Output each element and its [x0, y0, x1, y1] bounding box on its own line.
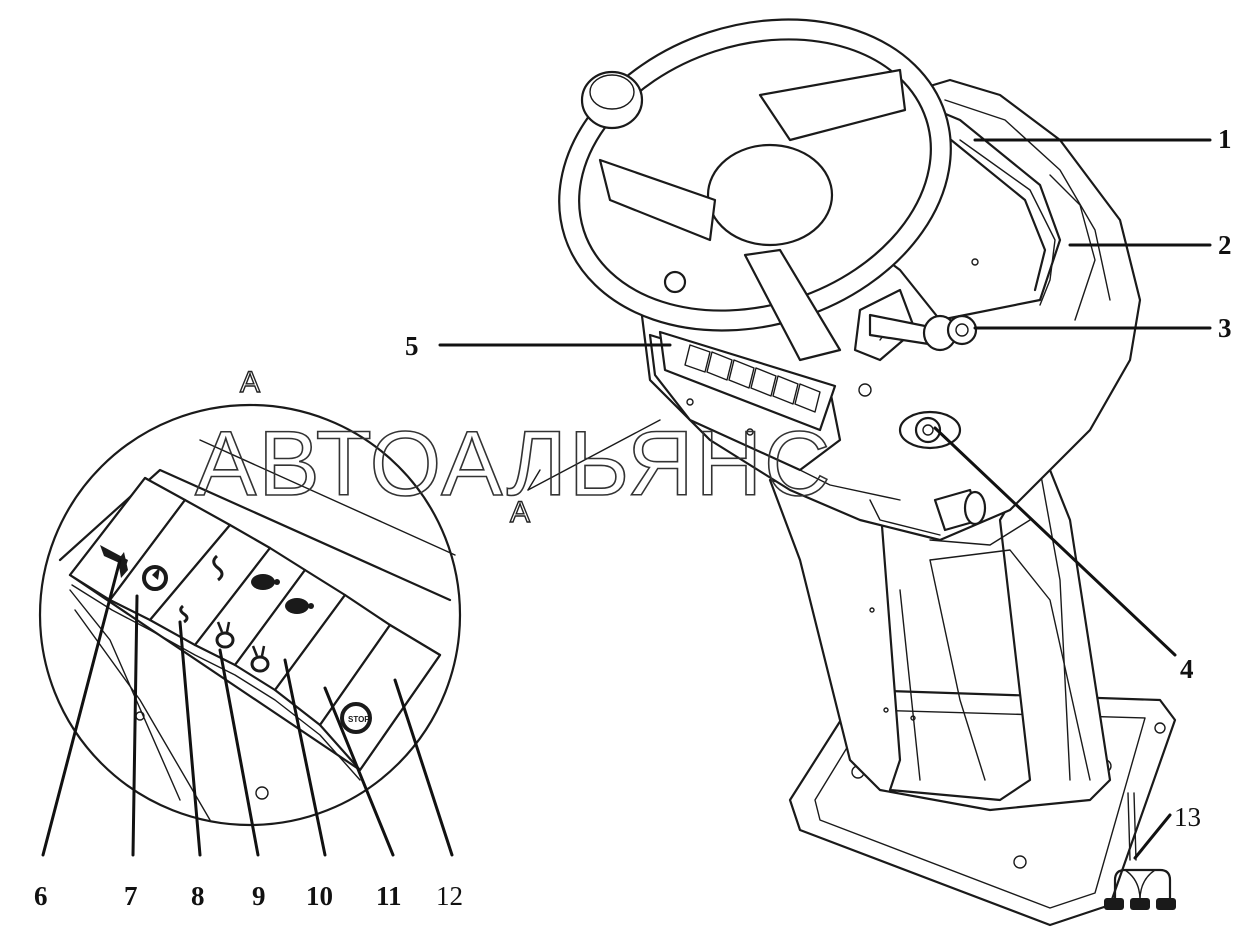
callout-12: 12 — [436, 881, 463, 911]
callout-5: 5 — [405, 331, 419, 361]
callout-3: 3 — [1218, 313, 1232, 343]
callout-numbers: 1 2 3 4 5 6 7 8 9 10 11 12 13 — [34, 124, 1232, 911]
detail-view-a: A — [38, 365, 462, 827]
callout-1: 1 — [1218, 124, 1232, 154]
stop-icon: STOP — [340, 702, 372, 734]
steering-wheel — [558, 18, 952, 362]
callout-11: 11 — [376, 881, 402, 911]
section-label: A — [510, 496, 530, 529]
watermark-text: АВТОАЛЬЯНС — [195, 413, 833, 515]
turtle-icon — [251, 574, 314, 614]
callout-7: 7 — [124, 881, 138, 911]
direction-lever — [868, 313, 978, 352]
detail-view-label: A — [240, 366, 260, 399]
section-view-pointer: A — [509, 419, 661, 530]
callout-4: 4 — [1180, 654, 1194, 684]
column-pedestal — [768, 468, 1112, 812]
spinner-knob — [580, 70, 644, 130]
callout-9: 9 — [252, 881, 266, 911]
callout-2: 2 — [1218, 230, 1232, 260]
callout-8: 8 — [191, 881, 205, 911]
switch-rocker-row — [684, 344, 821, 413]
callout-13: 13 — [1174, 802, 1201, 832]
stop-icon-text: STOP — [348, 715, 370, 724]
wiring-connector — [1104, 792, 1176, 910]
rabbit-icon — [215, 621, 270, 673]
callout-6: 6 — [34, 881, 48, 911]
column-tilt-knob — [933, 488, 987, 532]
callout-10: 10 — [306, 881, 333, 911]
vibration-high-icon — [212, 554, 224, 582]
speedometer-icon — [142, 565, 168, 591]
leader-lines — [41, 138, 1212, 860]
vibration-low-icon — [179, 604, 189, 624]
